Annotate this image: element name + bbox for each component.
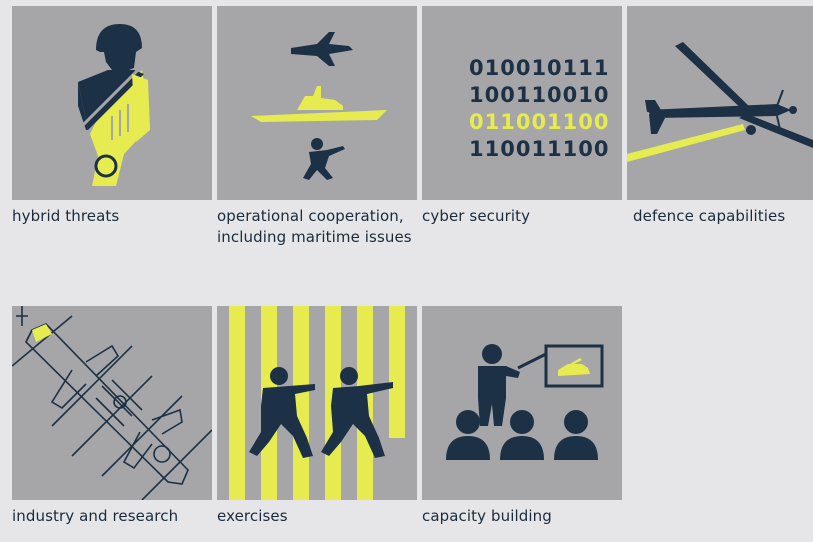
tile-exercises (217, 306, 417, 500)
caption-capacity-building: capacity building (422, 507, 552, 525)
missile-blueprint-icon (12, 306, 212, 500)
training-presentation-icon (446, 344, 604, 460)
binary-line-1: 010010111 (469, 56, 610, 80)
binary-line-2: 100110010 (469, 83, 610, 107)
caption-industry-research: industry and research (12, 507, 179, 525)
binary-line-3: 011001100 (469, 110, 610, 134)
tile-industry-research (12, 306, 212, 500)
caption-operational-cooperation: operational cooperation, including marit… (217, 207, 412, 246)
tile-defence-capabilities (627, 6, 813, 200)
tile-hybrid-threats (12, 6, 212, 200)
binary-line-4: 110011100 (469, 137, 610, 161)
caption-cyber-security: cyber security (422, 207, 531, 225)
caption-defence-capabilities: defence capabilities (633, 207, 786, 225)
caption-exercises: exercises (217, 507, 288, 525)
tile-capacity-building (422, 306, 622, 500)
drone-icon (627, 42, 813, 162)
jet-ship-soldier-icon (251, 32, 387, 180)
caption-hybrid-threats: hybrid threats (12, 207, 120, 225)
soldiers-advancing-icon (229, 306, 405, 500)
soldier-half-icon (70, 24, 152, 186)
binary-code-icon: 010010111 100110010 011001100 110011100 (469, 56, 610, 161)
tile-operational-cooperation (217, 6, 417, 200)
tile-cyber-security: 010010111 100110010 011001100 110011100 (422, 6, 622, 200)
